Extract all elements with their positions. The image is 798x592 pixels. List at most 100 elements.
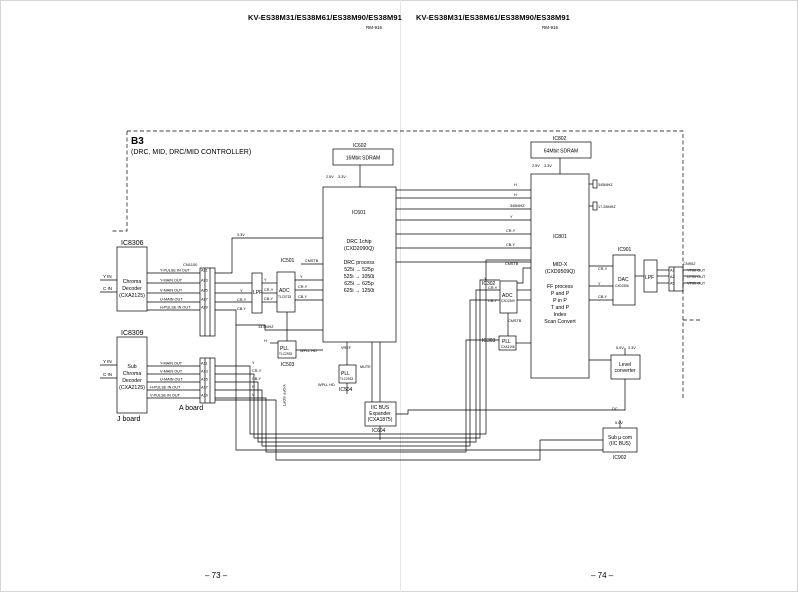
ic801-line-5: P in P (553, 298, 567, 304)
sig-cby-3: CB-Y (298, 295, 308, 299)
ic801-line-4: P and P (551, 291, 570, 297)
out-pin-1: A3 (670, 275, 675, 279)
left-page-model: RM-916 (366, 25, 383, 30)
sig-y-1: Y (240, 289, 243, 293)
j-board-label: J board (117, 416, 140, 423)
level-line-0: Level (619, 362, 631, 368)
sig-cry-5: CR-Y (506, 229, 516, 233)
ic501-adc-box (276, 271, 296, 313)
ic303-pll-part: CXA3106 (501, 345, 515, 349)
ic8306-ref: IC8306 (121, 240, 144, 247)
sig-cby-1: CB-Y (237, 307, 247, 311)
ic802-ref: IC802 (553, 136, 567, 142)
sub-pin-name-3: H-PULSE IN OUT (150, 386, 181, 390)
side-note: Y/OFF SOFT (282, 384, 286, 407)
ic801-line-1: (CXD9509Q) (545, 269, 575, 275)
sig-v33-801: 3.3V (544, 164, 552, 168)
sig-v50-micom: 5.0V (615, 421, 623, 425)
ic601-line-3: DRC process (344, 260, 375, 266)
sig-cry-4: CR-Y (252, 369, 262, 373)
sig-cry-2: CR-Y (264, 288, 274, 292)
sig-mute: MUTE (360, 365, 371, 369)
ic801-line-7: Index (554, 312, 567, 318)
right-page-model: RM-916 (542, 25, 559, 30)
ic801-line-3: FF process (547, 284, 573, 290)
right-page-header: KV-ES38M31/ES38M61/ES38M90/ES38M91 (416, 13, 570, 22)
sig-v: V (252, 393, 255, 397)
level-converter-box (610, 354, 641, 380)
board-outline (127, 130, 684, 400)
sub-pin-4: A19 (201, 394, 208, 398)
main-pin-name-3: U-MAIN OUT (160, 298, 183, 302)
ic604-line-2: (CXA1875) (368, 417, 393, 423)
sig-y-5: Y (510, 215, 513, 219)
ic601-line-4: 525i → 525p (344, 267, 374, 273)
ic601-ref: IC601 (352, 210, 366, 216)
sub-pin-name-2: U-MAIN OUT (160, 378, 183, 382)
ic601-line-1: (CXD2090Q) (344, 246, 374, 252)
main-pin-2: A25 (201, 289, 208, 293)
ic604-ref: IC604 (372, 428, 386, 434)
sig-y-3: Y (300, 275, 303, 279)
ic801-ref: IC801 (553, 234, 567, 240)
ic8306-line-0: Chroma (123, 279, 142, 285)
sig-cry-3: CR-Y (298, 285, 308, 289)
ic8309-line-2: Decoder (122, 378, 142, 384)
board-subtitle: (DRC, MID, DRC/MID CONTROLLER) (131, 149, 251, 156)
sig-y-6: Y (598, 282, 601, 286)
ic901-dac-box (612, 254, 636, 306)
ic501-lpf-label: LPF (253, 290, 262, 296)
cn1100-label: CN1100 (183, 262, 198, 267)
ic8309-line-3: (CXA2125) (119, 385, 145, 391)
right-page (400, 0, 798, 592)
ic801-line-0: MID-X (553, 262, 568, 268)
sig-cby-4: CB-Y (252, 377, 262, 381)
sig-h-2: H (252, 385, 255, 389)
ic501-adc-label: ADC (279, 288, 290, 294)
main-pin-0: A21 (201, 269, 208, 273)
sub-pin-name-0: Y-MAIN OUT (160, 362, 183, 366)
ic303-pll-label: PLL (502, 339, 511, 345)
ic8309-ref: IC8309 (121, 330, 144, 337)
main-pin-1: A23 (201, 279, 208, 283)
ic302-adc-label: ADC (502, 293, 513, 299)
sig-cmstb: CMSTB (505, 262, 519, 266)
ic902-ref: IC902 (613, 455, 627, 461)
ic601-box (322, 186, 397, 343)
ic601-line-5: 525i → 1050i (344, 274, 375, 280)
sub-pin-3: A17 (201, 386, 208, 390)
sig-h-1: H (264, 339, 267, 343)
ic602-box (332, 148, 394, 166)
ic8309-line-0: Sub (127, 364, 136, 370)
ic8306-box (116, 246, 148, 312)
sig-vlhd: WPLL HD (300, 349, 317, 353)
level-line-1: converter (615, 368, 636, 374)
ic901-dac-part: CXD2306 (615, 284, 629, 288)
sig-1728mhz: 17.28MHZ (598, 205, 616, 209)
sig-y-7: Y (484, 277, 487, 281)
left-page-number: – 73 – (205, 571, 228, 580)
sub-pin-name-1: V-MAIN OUT (160, 370, 183, 374)
sig-cry-6: CR-Y (598, 267, 608, 271)
sig-v33-601: 3.3V (338, 175, 346, 179)
ic504-ref: IC504 (339, 387, 353, 393)
out-pin-2: A5 (670, 282, 675, 286)
sig-345mhz: 345MHZ (598, 183, 613, 187)
sub-pin-name-4: V-PULSE IN OUT (150, 394, 181, 398)
sig-cby-7: CB-Y (488, 299, 498, 303)
out-pin-0: A1 (670, 269, 675, 273)
main-pin-4: A29 (201, 306, 208, 310)
ic801-line-8: Scan Convert (544, 319, 576, 325)
ic8306-line-1: Decoder (122, 286, 142, 292)
main-pin-3: A27 (201, 298, 208, 302)
ic8306-line-2: (CXA2125) (119, 293, 145, 299)
sig-cry-7: CR-Y (488, 286, 498, 290)
main-pin-name-1: Y-MAIN OUT (160, 279, 183, 283)
ic801-line-6: T and P (551, 305, 570, 311)
out-pin-name-0: YT00 OUT (687, 269, 706, 273)
main-pin-name-2: V-MAIN OUT (160, 289, 183, 293)
ic901-lpf-label: LPF (645, 275, 654, 281)
board-outline-left (112, 131, 128, 232)
sig-v33-level: 3.3V (628, 346, 636, 350)
